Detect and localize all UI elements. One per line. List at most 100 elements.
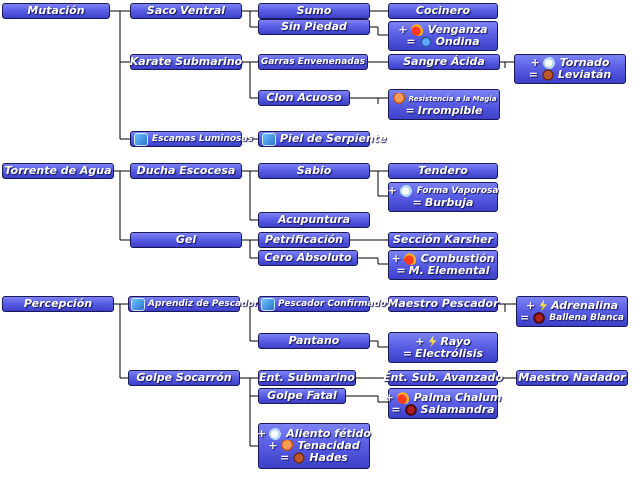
combo-row-palma-chalum: + Palma Chalum (385, 391, 501, 404)
node-ent-submarino[interactable]: Ent. Submarino (258, 370, 356, 386)
dark-icon (532, 311, 547, 324)
node-tendero[interactable]: Tendero (388, 163, 498, 179)
node-label: Cocinero (415, 4, 471, 17)
equals-sign: = (280, 451, 290, 464)
plus-sign: + (391, 252, 401, 265)
plus-sign: + (387, 184, 397, 197)
node-label: Golpe Socarrón (136, 371, 232, 384)
equals-sign: = (405, 103, 415, 117)
plus-sign: + (398, 23, 408, 36)
mushroom-icon (391, 92, 406, 105)
node-irrompible-combo[interactable]: Resistencia a la Magia = Irrompible (388, 89, 500, 120)
lightning-icon (539, 299, 548, 312)
combo-result: M. Elemental (408, 264, 490, 277)
node-golpe-fatal[interactable]: Golpe Fatal (258, 388, 346, 404)
node-percepcion[interactable]: Percepción (2, 296, 114, 312)
node-pantano[interactable]: Pantano (258, 333, 370, 349)
node-hades-combo[interactable]: + Aliento fétido + Tenacidad = Hades (257, 423, 371, 469)
node-petrificacion[interactable]: Petrificación (258, 232, 350, 248)
node-label: Aprendiz de Pescador (148, 299, 259, 309)
combo-row-tenacidad: + Tenacidad (268, 439, 360, 452)
mushroom-icon (280, 440, 295, 452)
combo-row-electrolisis: = Electrólisis (403, 347, 483, 360)
dark-icon (403, 403, 418, 416)
node-piel-serpiente[interactable]: Piel de Serpiente (258, 131, 387, 147)
node-label: Ent. Sub. Avanzado (383, 371, 503, 384)
equals-sign: = (391, 402, 401, 416)
node-gel[interactable]: Gel (130, 232, 242, 248)
equals-sign: = (406, 35, 416, 48)
node-garras-envenenadas[interactable]: Garras Envenenadas (258, 54, 368, 70)
node-torrente-agua[interactable]: Torrente de Agua (2, 163, 114, 179)
node-golpe-socarron[interactable]: Golpe Socarrón (128, 370, 240, 386)
node-leviatan-combo[interactable]: + Tornado = Leviatán (514, 54, 626, 84)
node-sin-piedad[interactable]: Sin Piedad (258, 19, 370, 35)
combo-row-burbuja: = Burbuja (413, 197, 474, 209)
plus-sign: + (530, 56, 540, 69)
node-label: Acupuntura (278, 213, 350, 226)
combo-row-irrompible: = Irrompible (405, 103, 483, 117)
node-pescador-confirmado[interactable]: Pescador Confirmado (258, 296, 386, 312)
node-maestro-nadador[interactable]: Maestro Nadador (516, 370, 628, 386)
combo-row-tornado: + Tornado (530, 56, 610, 69)
combo-row-m-elemental: = M. Elemental (396, 265, 489, 277)
node-label: Gel (175, 233, 197, 246)
combo-row-aliento-fetido: + Aliento fétido (257, 428, 371, 440)
node-acupuntura[interactable]: Acupuntura (258, 212, 370, 228)
node-ballena-blanca-combo[interactable]: + Adrenalina = Ballena Blanca (516, 296, 628, 327)
combo-ingredient: Adrenalina (551, 298, 619, 312)
combo-ingredient: Forma Vaporosa (416, 186, 499, 196)
node-maestro-pescador[interactable]: Maestro Pescador (387, 296, 499, 312)
beast-icon (540, 69, 555, 81)
node-label: Ent. Submarino (259, 371, 355, 384)
book-icon (134, 132, 148, 146)
node-cero-absoluto[interactable]: Cero Absoluto (258, 250, 358, 266)
combo-ingredient: Combustión (420, 252, 495, 265)
node-label: Pescador Confirmado (278, 299, 387, 309)
node-escamas-luminosas[interactable]: Escamas Luminosas (130, 131, 253, 147)
node-sabio[interactable]: Sabio (258, 163, 370, 179)
node-label: Karate Submarino (129, 55, 243, 68)
node-karate-submarino[interactable]: Karate Submarino (130, 54, 242, 70)
node-label: Cero Absoluto (264, 251, 352, 264)
node-m-elemental-combo[interactable]: + Combustión = M. Elemental (388, 250, 498, 280)
equals-sign: = (528, 68, 538, 81)
node-label: Mutación (27, 4, 85, 17)
combo-result: Hades (309, 451, 348, 464)
book-icon (261, 297, 275, 311)
combo-row-rayo: + Rayo (415, 334, 471, 348)
combo-row-leviatan: = Leviatán (528, 68, 611, 81)
combo-ingredient: Tenacidad (297, 439, 360, 452)
node-label: Pantano (288, 334, 340, 347)
node-aprendiz-pescador[interactable]: Aprendiz de Pescador (128, 296, 258, 312)
combo-ingredient: Resistencia a la Magia (408, 94, 497, 103)
node-ent-sub-avanzado[interactable]: Ent. Sub. Avanzado (383, 370, 503, 386)
node-label: Golpe Fatal (267, 389, 337, 402)
node-sangre-acida[interactable]: Sangre Ácida (388, 54, 500, 70)
air-icon (269, 428, 284, 440)
node-sumo[interactable]: Sumo (258, 3, 370, 19)
node-clon-acuoso[interactable]: Clon Acuoso (258, 90, 350, 106)
node-ducha-escocesa[interactable]: Ducha Escocesa (130, 163, 242, 179)
equals-sign: = (520, 310, 530, 324)
combo-ingredient: Venganza (427, 23, 488, 36)
node-salamandra-combo[interactable]: + Palma Chalum = Salamandra (385, 388, 501, 419)
combo-ingredient: Tornado (559, 56, 610, 69)
node-label: Percepción (23, 297, 93, 310)
combo-row-hades: = Hades (280, 452, 348, 464)
node-saco-ventral[interactable]: Saco Ventral (130, 3, 242, 19)
node-label: Sumo (296, 4, 332, 17)
combo-ingredient: Rayo (440, 334, 471, 348)
node-seccion-karsher[interactable]: Sección Karsher (388, 232, 498, 248)
node-electrolisis-combo[interactable]: + Rayo = Electrólisis (388, 332, 498, 363)
node-mutacion[interactable]: Mutación (2, 3, 110, 19)
node-ondina-combo[interactable]: + Venganza = Ondina (388, 21, 498, 51)
book-icon (262, 132, 276, 146)
node-cocinero[interactable]: Cocinero (388, 3, 498, 19)
node-burbuja-combo[interactable]: + Forma Vaporosa = Burbuja (388, 182, 498, 212)
fire-icon (403, 253, 418, 265)
water-spirit-icon (418, 36, 433, 48)
combo-result: Ondina (435, 35, 480, 48)
